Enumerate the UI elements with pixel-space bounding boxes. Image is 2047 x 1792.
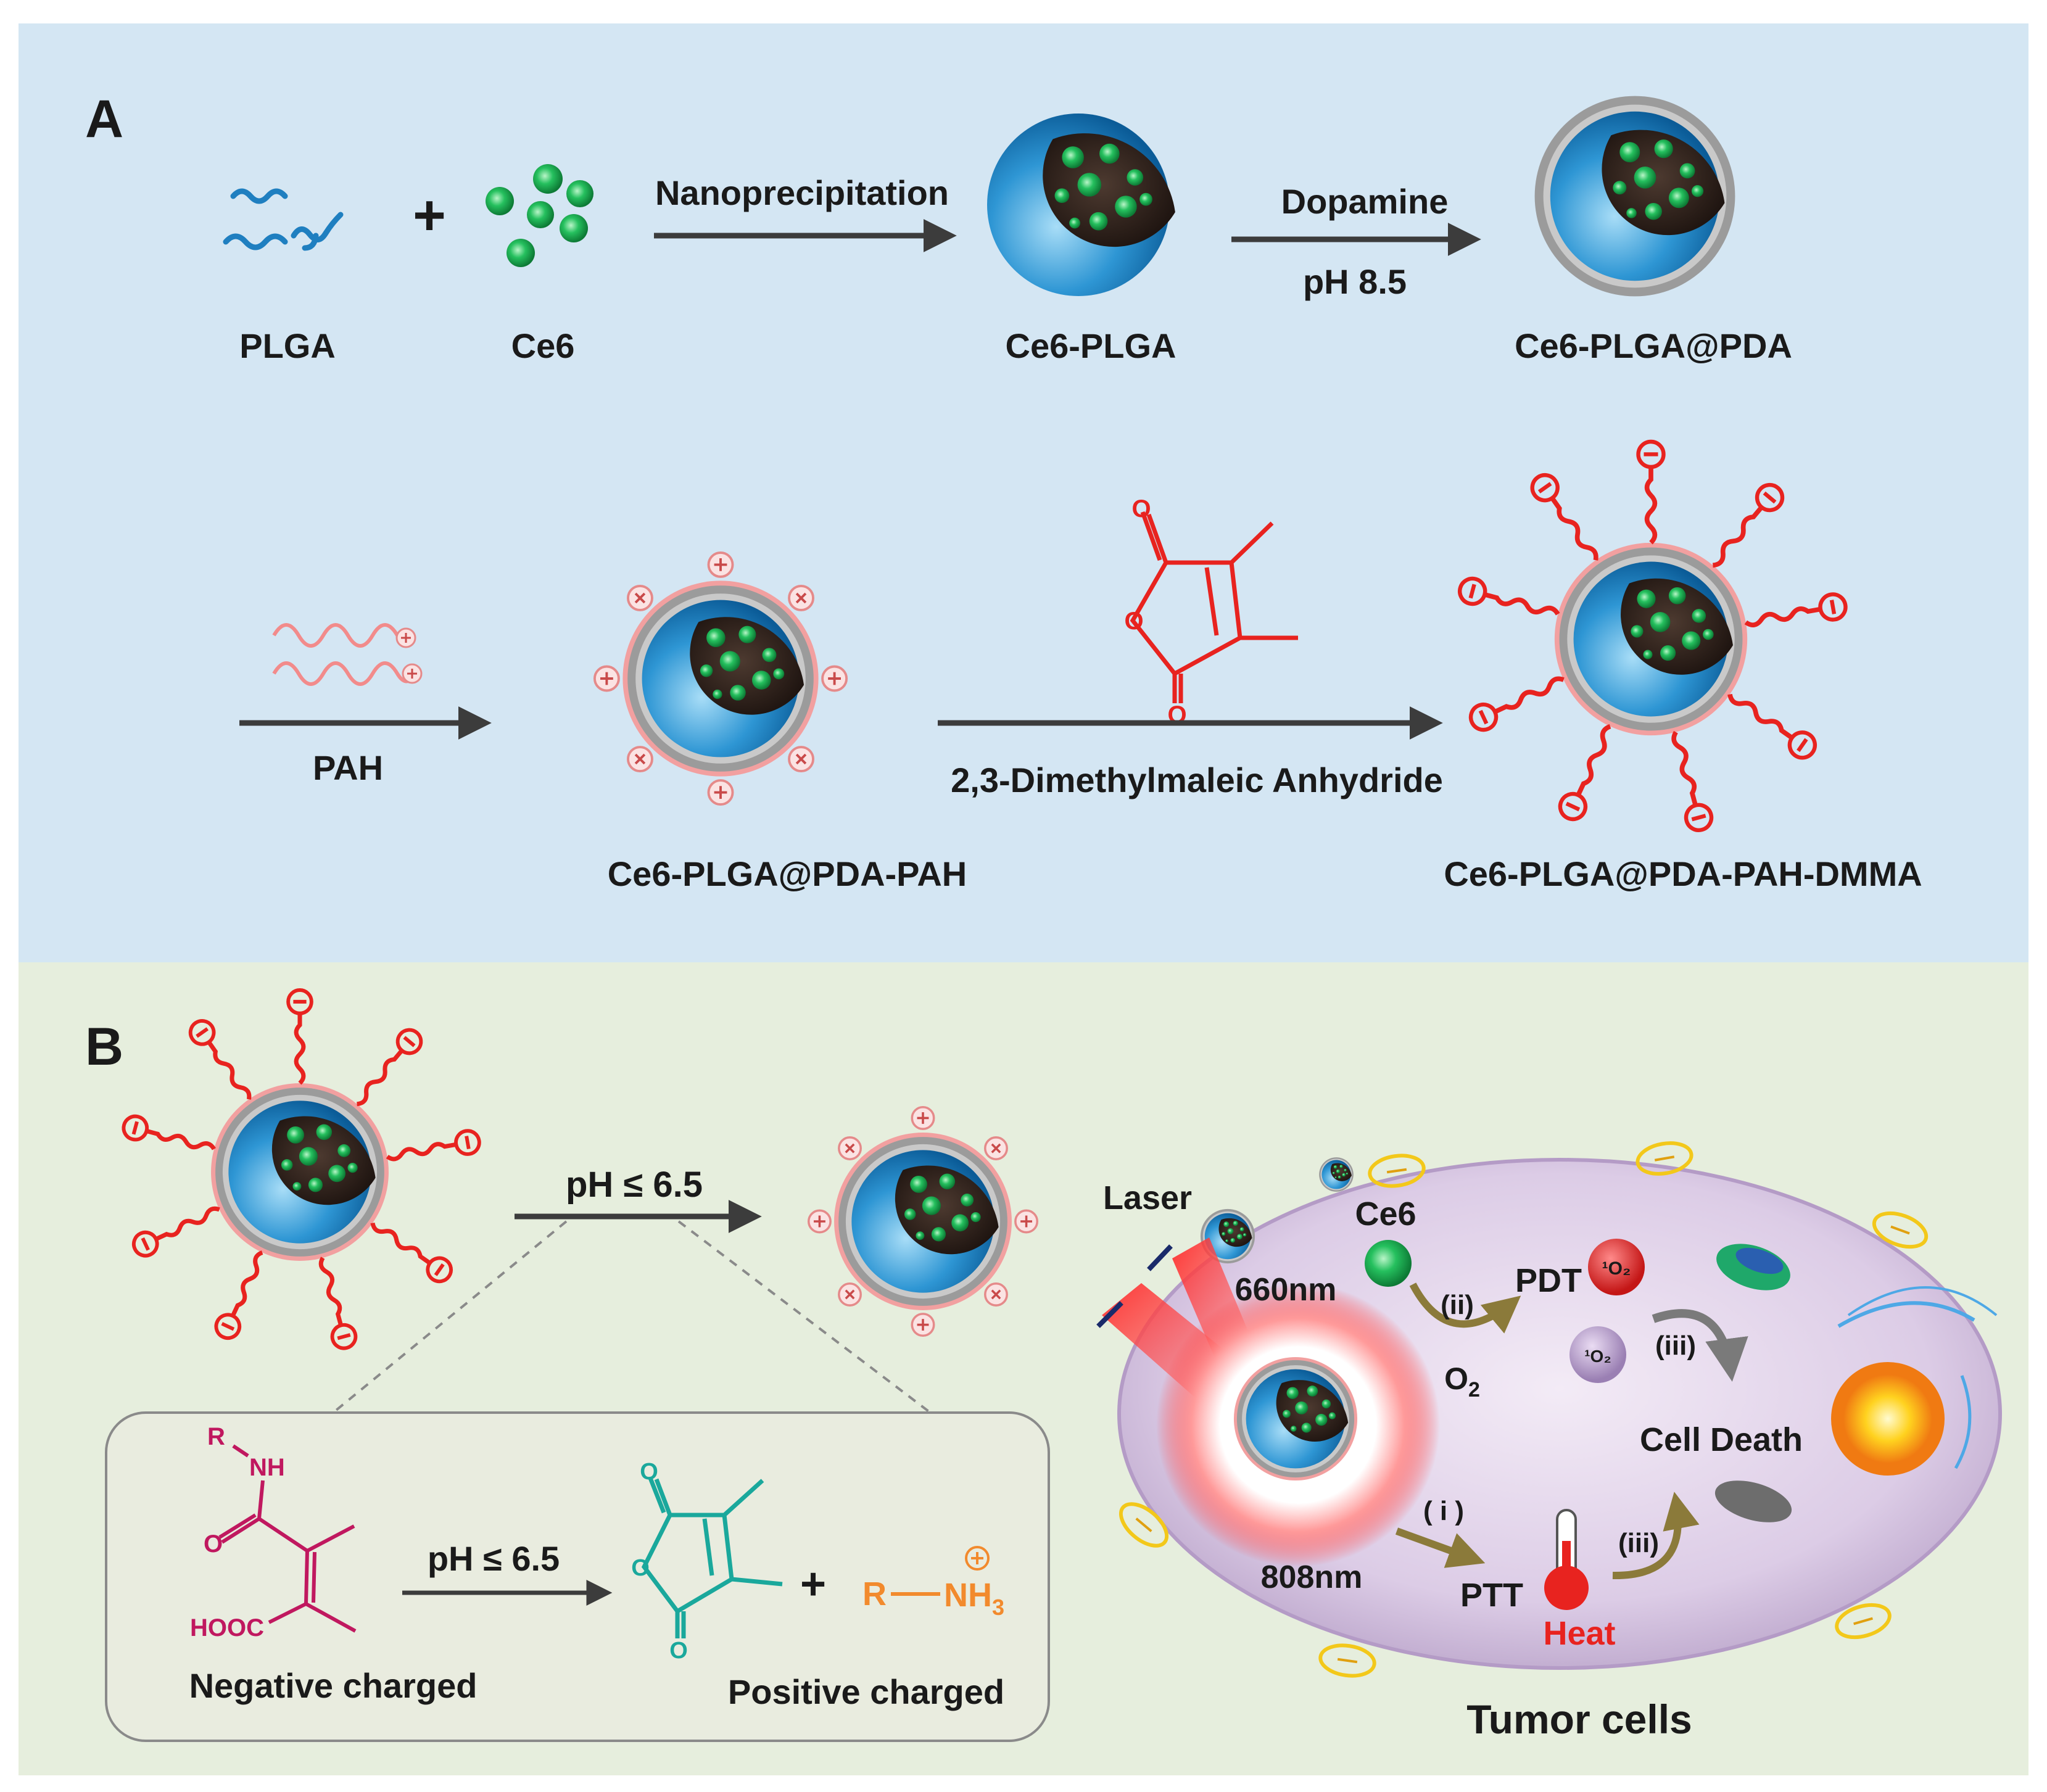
ptt-label: PTT xyxy=(1460,1577,1523,1614)
ce6-ball-icon xyxy=(1365,1240,1412,1287)
reaction-inset xyxy=(105,1411,1050,1742)
o2-label: O2 xyxy=(1444,1361,1480,1402)
damaged-organelle-icon xyxy=(1714,1480,1792,1522)
zoom-guide-right xyxy=(677,1220,932,1414)
wavelength-660-label: 660nm xyxy=(1235,1272,1337,1308)
heat-label: Heat xyxy=(1543,1615,1615,1652)
svg-text:HOOC: HOOC xyxy=(190,1614,264,1641)
pdt-label: PDT xyxy=(1515,1262,1582,1299)
mitochondrion-icon xyxy=(1716,1244,1790,1290)
step-iii-top-label: (iii) xyxy=(1655,1331,1696,1361)
step-iii-bottom-label: (iii) xyxy=(1618,1528,1659,1558)
singlet-oxygen-red-icon xyxy=(1588,1239,1645,1295)
laser-label: Laser xyxy=(1103,1179,1192,1216)
svg-text:R: R xyxy=(207,1423,225,1450)
pah-polymer-icon xyxy=(272,623,423,686)
svg-text:O: O xyxy=(204,1530,223,1558)
ce6-molecule-icon xyxy=(486,164,593,267)
ce6-plga-pda-pah-label: Ce6-PLGA@PDA-PAH xyxy=(608,854,967,893)
step-i-label: ( i ) xyxy=(1423,1496,1464,1526)
plus-sign-b: + xyxy=(800,1559,826,1609)
inset-ph-label: pH ≤ 6.5 xyxy=(428,1539,560,1578)
thermometer-icon xyxy=(1544,1509,1589,1610)
ph-8-5-label: pH 8.5 xyxy=(1303,262,1407,301)
svg-text:3: 3 xyxy=(992,1595,1004,1620)
panel-b-letter: B xyxy=(85,1017,123,1076)
plga-label: PLGA xyxy=(239,326,336,365)
tumor-cells-label: Tumor cells xyxy=(1466,1696,1692,1742)
irradiated-particle xyxy=(1234,1357,1357,1480)
cell-burst-icon xyxy=(1831,1286,1998,1476)
plga-polymer-icon xyxy=(223,188,344,251)
dmma-label: 2,3-Dimethylmaleic Anhydride xyxy=(951,761,1443,799)
ce6-label: Ce6 xyxy=(511,326,575,365)
negative-charged-label: Negative charged xyxy=(189,1666,478,1705)
svg-text:R: R xyxy=(862,1575,887,1612)
ce6-plga-pda-label: Ce6-PLGA@PDA xyxy=(1515,326,1792,365)
svg-text:O: O xyxy=(631,1555,650,1581)
cell-death-label: Cell Death xyxy=(1640,1421,1803,1458)
entering-particle-small xyxy=(1319,1157,1354,1192)
singlet-oxygen-red-label: ¹O₂ xyxy=(1602,1258,1631,1279)
zoom-guide-left xyxy=(332,1220,568,1414)
ce6-plga-pda-particle xyxy=(1535,96,1735,297)
svg-text:O: O xyxy=(1124,608,1143,635)
charge-reversed-particle xyxy=(809,1107,1038,1336)
svg-text:NH: NH xyxy=(249,1454,285,1481)
svg-text:NH: NH xyxy=(944,1577,992,1614)
positive-charged-label: Positive charged xyxy=(728,1672,1004,1711)
wavelength-808-label: 808nm xyxy=(1261,1559,1363,1595)
dopamine-label: Dopamine xyxy=(1281,182,1449,221)
svg-text:O: O xyxy=(669,1638,688,1664)
nanoprecipitation-label: Nanoprecipitation xyxy=(655,173,949,212)
ptt-arrow xyxy=(1395,1527,1486,1568)
pah-label: PAH xyxy=(313,748,383,787)
ce6-plga-label: Ce6-PLGA xyxy=(1006,326,1177,365)
cell-death-arrow-bottom xyxy=(1612,1492,1700,1580)
amine-structure: R NH 3 xyxy=(862,1546,1004,1620)
pdt-curved-arrow xyxy=(1409,1282,1521,1334)
step-ii-label: (ii) xyxy=(1441,1290,1474,1320)
ph-switch-label: pH ≤ 6.5 xyxy=(566,1165,703,1205)
amide-structure xyxy=(218,1444,357,1633)
singlet-oxygen-purple-label: ¹O₂ xyxy=(1584,1347,1611,1366)
amide-labels: R NH O HOOC xyxy=(190,1423,285,1641)
anhydride-oxygen-labels: O O O xyxy=(631,1459,688,1664)
svg-text:O: O xyxy=(640,1459,658,1485)
ce6-plga-pda-pah-particle xyxy=(595,553,846,804)
final-particle-label: Ce6-PLGA@PDA-PAH-DMMA xyxy=(1444,854,1922,893)
ce6-cell-label: Ce6 xyxy=(1355,1195,1416,1233)
cell-death-arrow-top xyxy=(1652,1309,1748,1382)
panel-a-letter: A xyxy=(85,89,123,149)
anhydride-structure xyxy=(641,1477,783,1638)
singlet-oxygen-purple-icon xyxy=(1569,1326,1626,1383)
svg-text:O: O xyxy=(1131,495,1151,522)
dmma-structure xyxy=(1130,511,1298,703)
plus-sign-a: + xyxy=(413,184,446,247)
